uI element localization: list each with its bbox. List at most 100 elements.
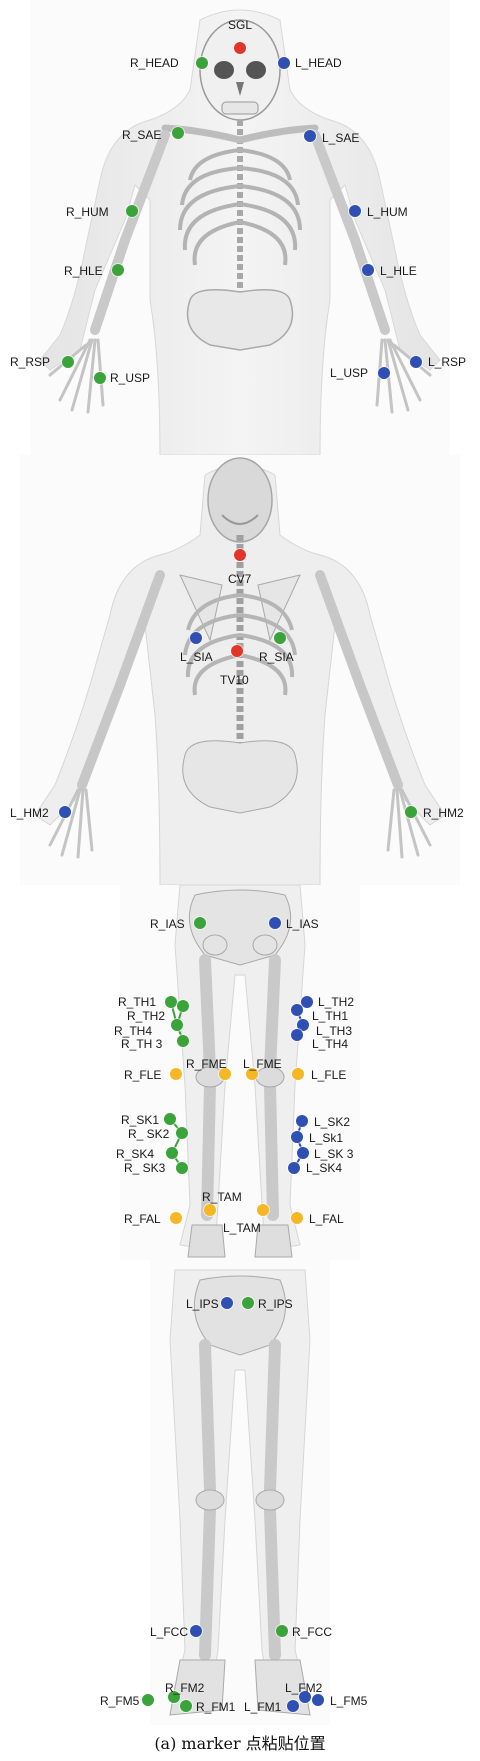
label-r-tam: R_TAM [202,1190,242,1204]
label-l-fm1: L_FM1 [244,1700,282,1714]
marker-l-th2 [301,996,313,1008]
label-l-fm5: L_FM5 [330,1694,368,1708]
label-r-sk3: R_ SK3 [124,1161,166,1175]
marker-l-ips [221,1297,233,1309]
label-r-sk2: R_ SK2 [128,1127,170,1141]
label-l-hle: L_HLE [380,264,417,278]
label-l-ips: L_IPS [186,1297,219,1311]
marker-r-fm2 [168,1691,180,1703]
marker-r-sk1 [164,1113,176,1125]
marker-r-usp [94,372,106,384]
marker-l-fal [291,1212,303,1224]
label-r-th2: R_TH2 [127,1009,166,1023]
label-r-ips: R_IPS [258,1297,293,1311]
label-l-sk1: L_Sk1 [309,1131,344,1145]
label-l-th4: L_TH4 [312,1037,349,1051]
marker-r-th4 [171,1019,183,1031]
marker-r-hm2 [405,806,417,818]
label-r-th1: R_TH1 [118,995,157,1009]
marker-r-sia [274,632,286,644]
label-r-hum: R_HUM [66,205,109,219]
label-l-hum: L_HUM [367,205,408,219]
label-l-th2: L_TH2 [318,995,355,1009]
marker-r-ips [242,1297,254,1309]
panel-front-lower-body: R_IAS L_IAS R_TH1 R_TH2 R_TH4 R_TH 3 L_T… [0,885,480,1260]
marker-r-tam [204,1204,216,1216]
label-l-sk3: L_SK 3 [314,1147,354,1161]
label-r-usp: R_USP [110,371,151,385]
marker-l-sia [190,632,202,644]
skeleton-front-lower-illustration [120,885,360,1260]
marker-l-hm2 [59,806,71,818]
label-r-head: R_HEAD [130,56,179,70]
label-l-fme: L_FME [243,1057,282,1071]
marker-r-th1 [165,996,177,1008]
marker-l-sk4 [288,1162,300,1174]
label-tv10: TV10 [220,673,249,687]
label-r-fm5: R_FM5 [100,1694,140,1708]
skeleton-back-lower-illustration [150,1260,330,1725]
label-l-head: L_HEAD [295,56,342,70]
label-l-fle: L_FLE [311,1068,347,1082]
label-l-fcc: L_FCC [150,1625,189,1639]
label-l-th3: L_TH3 [316,1024,353,1038]
marker-l-fcc [190,1625,202,1637]
marker-sgl [234,42,246,54]
marker-l-fm2 [299,1691,311,1703]
marker-r-head [196,57,208,69]
marker-l-fm1 [287,1700,299,1712]
marker-r-hle [112,264,124,276]
skeleton-front-upper-illustration [30,0,450,455]
label-l-sk2: L_SK2 [314,1115,351,1129]
marker-l-hum [349,205,361,217]
marker-r-sae [172,127,184,139]
label-r-fle: R_FLE [124,1068,162,1082]
marker-l-th1 [291,1004,303,1016]
skeleton-back-upper-illustration [20,455,460,885]
label-r-hle: R_HLE [64,264,103,278]
label-l-sk4: L_SK4 [306,1161,343,1175]
marker-r-th3 [177,1035,189,1047]
label-l-sia: L_SIA [180,650,213,664]
panel-front-upper-body: SGL R_HEAD L_HEAD R_SAE L_SAE R_HUM L_HU… [0,0,480,455]
label-r-sia: R_SIA [259,650,294,664]
marker-l-sk1 [291,1131,303,1143]
label-l-fal: L_FAL [309,1212,344,1226]
marker-r-hum [126,205,138,217]
label-r-fm2: R_FM2 [165,1681,205,1695]
marker-l-th4 [291,1029,303,1041]
label-r-fal: R_FAL [124,1212,161,1226]
marker-r-th2 [177,1000,189,1012]
label-r-ias: R_IAS [150,917,185,931]
figure-caption: (a) marker 点粘贴位置 [154,1734,326,1753]
marker-l-sk3 [297,1147,309,1159]
label-r-fcc: R_FCC [292,1625,333,1639]
label-l-th1: L_TH1 [312,1009,349,1023]
marker-l-fm5 [312,1694,324,1706]
marker-r-fal [170,1212,182,1224]
marker-r-rsp [62,356,74,368]
marker-l-fle [292,1068,304,1080]
marker-l-sae [304,130,316,142]
label-r-rsp: R_RSP [10,355,51,369]
marker-r-fm1 [180,1700,192,1712]
marker-l-hle [362,264,374,276]
marker-l-usp [378,367,390,379]
label-l-hm2: L_HM2 [10,806,49,820]
marker-l-fme [246,1068,258,1080]
marker-r-fm5 [142,1694,154,1706]
label-r-fm1: R_FM1 [196,1700,236,1714]
marker-l-sk2 [296,1115,308,1127]
marker-r-sk2 [176,1127,188,1139]
label-l-sae: L_SAE [322,131,360,145]
label-r-th4: R_TH4 [114,1024,153,1038]
label-l-ias: L_IAS [286,917,319,931]
panel-back-lower-body: L_IPS R_IPS L_FCC R_FCC R_FM2 R_FM5 R_FM… [0,1260,480,1725]
label-l-tam: L_TAM [223,1221,261,1235]
label-l-usp: L_USP [330,366,369,380]
marker-l-ias [269,917,281,929]
label-l-rsp: L_RSP [428,355,467,369]
label-r-sae: R_SAE [122,128,162,142]
marker-r-sk3 [176,1162,188,1174]
label-r-th3: R_TH 3 [121,1037,163,1051]
